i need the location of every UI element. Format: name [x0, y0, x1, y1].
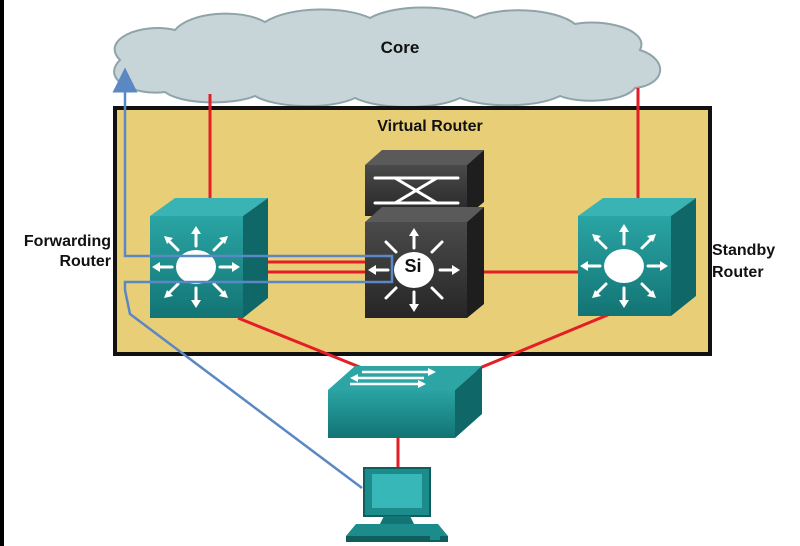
access-switch-icon	[328, 366, 482, 438]
red-links	[208, 88, 640, 468]
forwarding-router-label-line1: Forwarding	[23, 233, 111, 250]
standby-router-label: Standby Router	[712, 240, 797, 284]
standby-router-label-line1: Standby	[712, 242, 776, 259]
workstation-icon	[346, 467, 448, 542]
forwarding-router-icon	[150, 198, 268, 318]
standby-router-label-line2: Router	[712, 264, 764, 281]
forwarding-router-label: Forwarding Router	[6, 232, 111, 272]
standby-router-icon	[578, 198, 696, 316]
virtual-router-label: Virtual Router	[377, 118, 483, 135]
center-multilayer-switch-icon	[365, 150, 484, 318]
forwarding-router-label-line2: Router	[59, 253, 111, 270]
core-cloud-icon	[113, 6, 661, 108]
switch-si-label: Si	[404, 256, 422, 276]
traffic-path	[112, 67, 394, 489]
core-label: Core	[380, 38, 420, 57]
left-border	[0, 0, 4, 546]
